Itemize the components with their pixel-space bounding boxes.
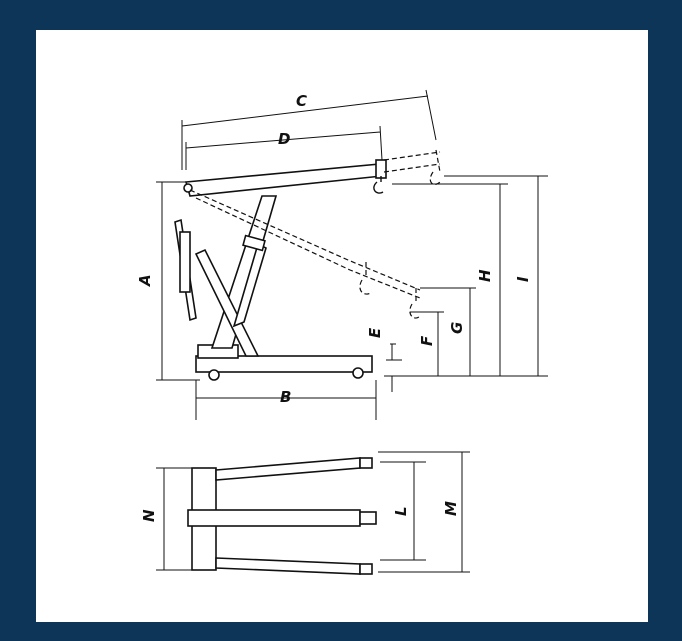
top-boom-tip xyxy=(359,511,377,525)
label-a: A xyxy=(136,274,154,287)
hook-lowered-far xyxy=(409,288,421,319)
mast xyxy=(210,195,278,349)
hook-raised-far xyxy=(429,149,441,185)
dim-line-n xyxy=(156,467,196,571)
label-h: H xyxy=(476,269,494,282)
dim-line-i xyxy=(384,175,548,377)
label-f: F xyxy=(418,335,436,346)
hook-lowered-near xyxy=(359,262,373,295)
base-leg xyxy=(195,355,373,373)
dim-line-c xyxy=(181,89,437,170)
boom-extension-dashed xyxy=(383,151,441,173)
top-boom xyxy=(187,509,361,527)
top-leg-upper xyxy=(215,457,361,481)
label-m: M xyxy=(442,501,460,516)
dim-line-d xyxy=(185,125,383,170)
dim-line-a xyxy=(156,181,200,381)
dim-line-m xyxy=(378,451,470,573)
boom-lowered-dashed xyxy=(189,189,421,299)
dimension-labels: C D A B E F G H I N L M xyxy=(136,92,532,522)
boom-tip xyxy=(375,159,387,179)
label-e: E xyxy=(366,327,384,338)
label-c: C xyxy=(296,92,307,110)
rear-brace xyxy=(194,248,260,357)
top-leg-lower xyxy=(215,557,361,575)
dimension-lines-top xyxy=(156,451,470,573)
dimension-lines-side xyxy=(156,89,548,420)
boom xyxy=(184,163,383,197)
label-g: G xyxy=(448,322,466,334)
label-d: D xyxy=(278,130,290,148)
dim-line-l xyxy=(380,461,426,561)
hydraulic-cylinder xyxy=(232,242,267,328)
crane-top-view xyxy=(187,457,377,575)
cylinder-collar xyxy=(242,234,266,252)
label-b: B xyxy=(280,388,291,406)
rear-wheel xyxy=(208,369,220,381)
label-n: N xyxy=(140,509,158,522)
label-l: L xyxy=(392,506,410,516)
top-leg-lower-tip xyxy=(359,563,373,575)
dim-line-h xyxy=(392,183,508,376)
dim-line-e xyxy=(386,343,402,392)
top-leg-upper-tip xyxy=(359,457,373,469)
dim-line-f xyxy=(410,311,444,376)
label-i: I xyxy=(514,276,532,282)
crane-side-view xyxy=(174,149,441,381)
pump-body xyxy=(179,231,191,293)
hook-raised-near xyxy=(373,176,384,194)
dim-line-g xyxy=(420,287,476,376)
front-wheel xyxy=(352,367,364,379)
dim-line-b xyxy=(195,380,377,420)
